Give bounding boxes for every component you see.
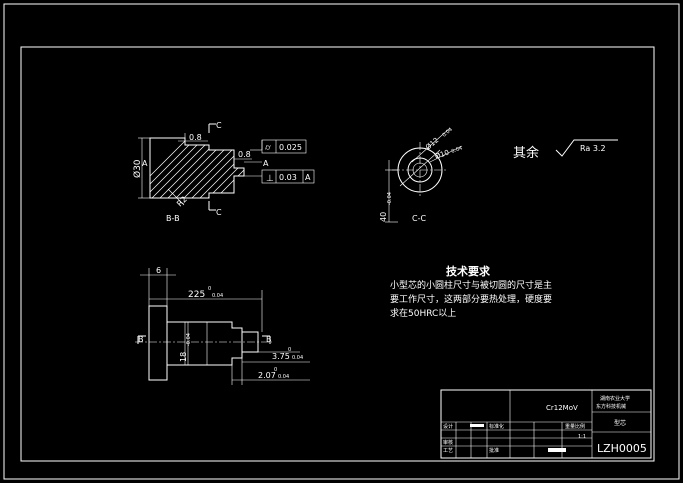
tech-title: 技术要求 xyxy=(446,264,491,278)
bb-cut-c-bottom: C xyxy=(216,208,222,217)
fcf2-value: 0.03 xyxy=(279,173,297,182)
main-dim-len-tol: 0.04 xyxy=(212,293,223,299)
main-dim-right2-tol: 0.04 xyxy=(278,374,289,380)
tb-process: 工艺 xyxy=(443,448,453,454)
tb-part-name: 型芯 xyxy=(614,419,626,427)
tb-school-2: 东方科技机械 xyxy=(596,403,626,410)
cc-label: C-C xyxy=(412,214,426,223)
inner-frame xyxy=(20,46,655,462)
tb-scale-label: 重量比例 xyxy=(565,423,585,430)
technical-requirements: 技术要求 小型芯的小圆柱尺寸与被切圆的尺寸是主 要工作尺寸，这两部分要热处理，硬… xyxy=(390,264,552,319)
main-view: B B 6 225 0 0.04 18 -0.04 3.75 0 0.04 2.… xyxy=(135,266,310,385)
tb-material: Cr12MoV xyxy=(546,404,578,412)
tb-standard: 标准化 xyxy=(489,423,504,430)
bb-datum-a-right: A xyxy=(263,159,269,168)
tech-line-2: 要工作尺寸，这两部分要热处理，硬度要 xyxy=(390,293,552,305)
bb-chamfer-top: 0.8 xyxy=(189,133,202,142)
main-cut-b-right: B xyxy=(266,335,272,344)
cc-tol-h: -0.04 xyxy=(387,192,393,205)
outer-border xyxy=(3,3,680,480)
tb-scale-value: 1:1 xyxy=(578,434,586,440)
bb-dim-dia: Ø30 xyxy=(132,159,143,178)
fcf1-value: 0.025 xyxy=(279,143,302,152)
fcf1-symbol: ⌭ xyxy=(265,143,271,152)
main-dim-6: 6 xyxy=(156,266,161,275)
bb-cut-c-top: C xyxy=(216,121,222,130)
roughness-value: Ra 3.2 xyxy=(580,144,606,153)
tb-review: 审核 xyxy=(443,439,453,446)
bb-chamfer-mid: 0.8 xyxy=(238,150,251,159)
main-dim-right1: 3.75 xyxy=(272,352,290,361)
section-bb-view: Ø30 A 0.8 C C 0.8 R2 A ⌭ 0.025 ⊥ 0.0 xyxy=(132,121,315,223)
tb-drawing-no: LZH0005 xyxy=(597,442,647,455)
bb-label: B-B xyxy=(166,214,180,223)
tech-line-1: 小型芯的小圆柱尺寸与被切圆的尺寸是主 xyxy=(390,279,552,291)
cc-tol-a: 0.04 xyxy=(441,127,453,139)
main-dim-right1-tol: 0.04 xyxy=(292,355,303,361)
roughness-prefix: 其余 xyxy=(513,145,539,161)
tb-design: 设计 xyxy=(443,423,453,430)
bb-datum-a: A xyxy=(142,159,148,168)
cc-dim-b: Ø10 xyxy=(434,148,450,160)
main-dim-len-tol-up: 0 xyxy=(208,286,211,292)
main-dim-right1-tol-up: 0 xyxy=(288,347,291,353)
tb-approve: 批准 xyxy=(489,447,499,454)
tb-school-1: 湖南农业大学 xyxy=(600,395,630,402)
tech-line-3: 求在50HRC以上 xyxy=(390,307,456,319)
section-cc-view: Ø12 0.04 Ø10 0.04 40 -0.04 C-C xyxy=(379,127,463,223)
fcf-cylindricity xyxy=(261,139,307,154)
roughness-symbol xyxy=(555,139,618,157)
title-block: Cr12MoV 湖南农业大学 东方科技机械 型芯 重量比例 1:1 LZH000… xyxy=(440,389,652,459)
cc-tol-b: 0.04 xyxy=(451,145,464,154)
main-dim-right2: 2.07 xyxy=(258,371,276,380)
fcf-perpendicularity xyxy=(261,169,315,184)
main-cut-b-left: B xyxy=(138,335,144,344)
main-dim-dia: 18 xyxy=(179,352,188,362)
main-dim-len: 225 xyxy=(188,290,205,300)
main-dim-right2-tol-up: 0 xyxy=(274,367,277,373)
main-dim-dia-tol: -0.04 xyxy=(186,333,192,346)
fcf2-datum: A xyxy=(305,173,311,182)
cc-dim-h: 40 xyxy=(379,212,388,222)
fcf2-symbol: ⊥ xyxy=(266,174,274,184)
roughness-note: 其余 Ra 3.2 xyxy=(513,139,618,161)
